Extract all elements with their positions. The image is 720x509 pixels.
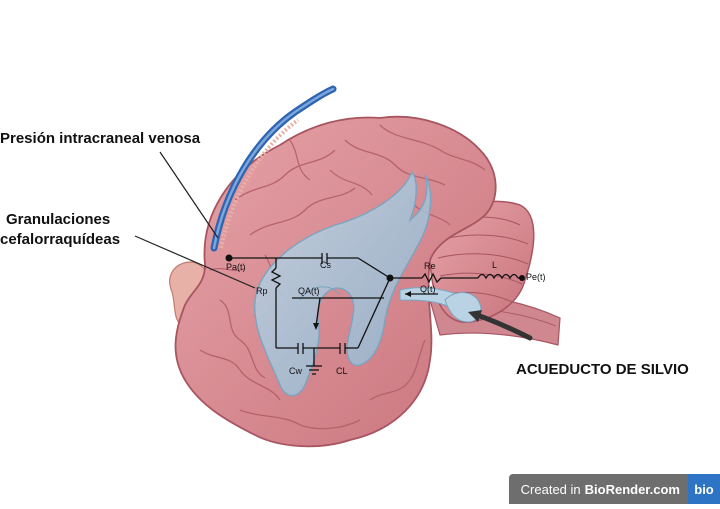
q-label: Q(t) [420, 284, 436, 294]
re-label: Re [424, 261, 436, 271]
cs-label: Cs [320, 260, 331, 270]
l-label: L [492, 260, 497, 270]
badge-prefix: Created in [520, 481, 581, 497]
pa-label: Pa(t) [226, 262, 246, 272]
node-pa [225, 254, 233, 262]
rp-label: Rp [256, 286, 268, 296]
venous-sinus-vessel [210, 85, 337, 252]
granulations-label-line1: Granulaciones [6, 211, 110, 228]
cw-label: Cw [289, 366, 302, 376]
qa-arrow-head [313, 323, 319, 330]
circuit-nodes [225, 254, 525, 282]
ventricle [254, 170, 432, 397]
circuit [229, 253, 522, 375]
granulations-label-line2: cefalorraquídeas [0, 231, 120, 248]
qa-label: QA(t) [298, 286, 320, 296]
callout-granulations [134, 235, 256, 289]
cl-label: CL [336, 366, 348, 376]
badge-text: Created in BioRender.com [509, 474, 688, 504]
node-junction [386, 274, 394, 282]
aqueduct-label: ACUEDUCTO DE SILVIO [516, 361, 689, 378]
pe-label: Pe(t) [526, 272, 546, 282]
biorender-logo: bio [688, 474, 720, 504]
venous-pressure-label: Presión intracraneal venosa [0, 130, 201, 147]
circuit-arrows [313, 291, 411, 330]
biorender-badge[interactable]: Created in BioRender.com bio [508, 474, 720, 504]
callout-venous [159, 151, 219, 239]
badge-brand: BioRender.com [584, 481, 680, 497]
q-arrow-head [405, 291, 411, 297]
aqueduct-pointer [468, 310, 533, 341]
callout-lines [134, 151, 256, 289]
node-pe [519, 275, 525, 281]
